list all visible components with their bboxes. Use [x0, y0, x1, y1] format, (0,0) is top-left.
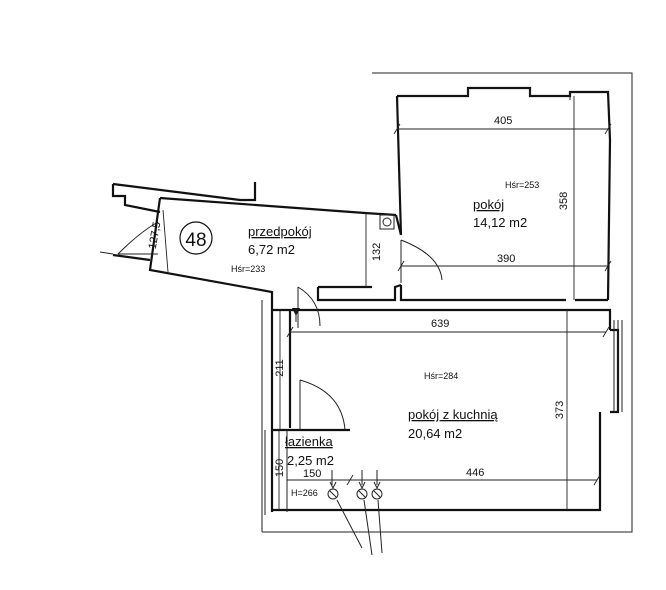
riser-circle — [382, 217, 392, 227]
window-top — [467, 88, 571, 100]
room-height-lazienka: H=266 — [291, 488, 318, 498]
room-name-lazienka: łazienka — [285, 434, 333, 449]
room-height-kuchnia: Hśr=284 — [424, 371, 458, 381]
unit-number: 48 — [185, 230, 206, 251]
dim-211: 211 — [274, 359, 286, 377]
unit-number-circle — [179, 221, 213, 255]
entrance-door-swing — [117, 221, 159, 255]
dim-639: 639 — [431, 318, 449, 330]
room-name-kuchnia: pokój z kuchnią — [408, 407, 498, 422]
room-area-przedpokoj: 6,72 m2 — [248, 242, 295, 257]
dim-405: 405 — [494, 115, 512, 127]
dim-358: 358 — [558, 192, 570, 210]
room-height-pokoj: Hśr=253 — [505, 180, 539, 190]
dimension-lines — [162, 96, 612, 510]
room-przedpokoj-walls — [148, 196, 403, 310]
door-kuchnia-swing — [297, 286, 321, 327]
riser-box — [379, 214, 395, 230]
dim-127-5: 127,5 — [147, 221, 164, 250]
dim-390: 390 — [497, 253, 515, 265]
utility-risers — [327, 470, 383, 556]
room-lazienka-walls — [264, 428, 350, 515]
room-area-lazienka: 2,25 m2 — [287, 453, 334, 468]
room-name-pokoj: pokój — [473, 197, 504, 212]
room-area-pokoj: 14,12 m2 — [473, 215, 527, 230]
room-height-przedpokoj: Hśr=233 — [231, 264, 265, 274]
dim-150-vertical: 150 — [274, 459, 286, 477]
room-name-przedpokoj: przedpokój — [248, 224, 312, 239]
door-lazienka-swing — [299, 379, 346, 431]
window-side — [613, 320, 623, 412]
dim-150-horizontal: 150 — [303, 468, 321, 480]
dim-132: 132 — [371, 243, 383, 261]
building-outline — [261, 72, 633, 533]
dim-373: 373 — [554, 401, 566, 419]
door-pokoj-swing — [400, 239, 443, 281]
entrance-walls — [99, 182, 257, 262]
dim-446: 446 — [466, 467, 484, 479]
room-area-kuchnia: 20,64 m2 — [408, 426, 462, 441]
